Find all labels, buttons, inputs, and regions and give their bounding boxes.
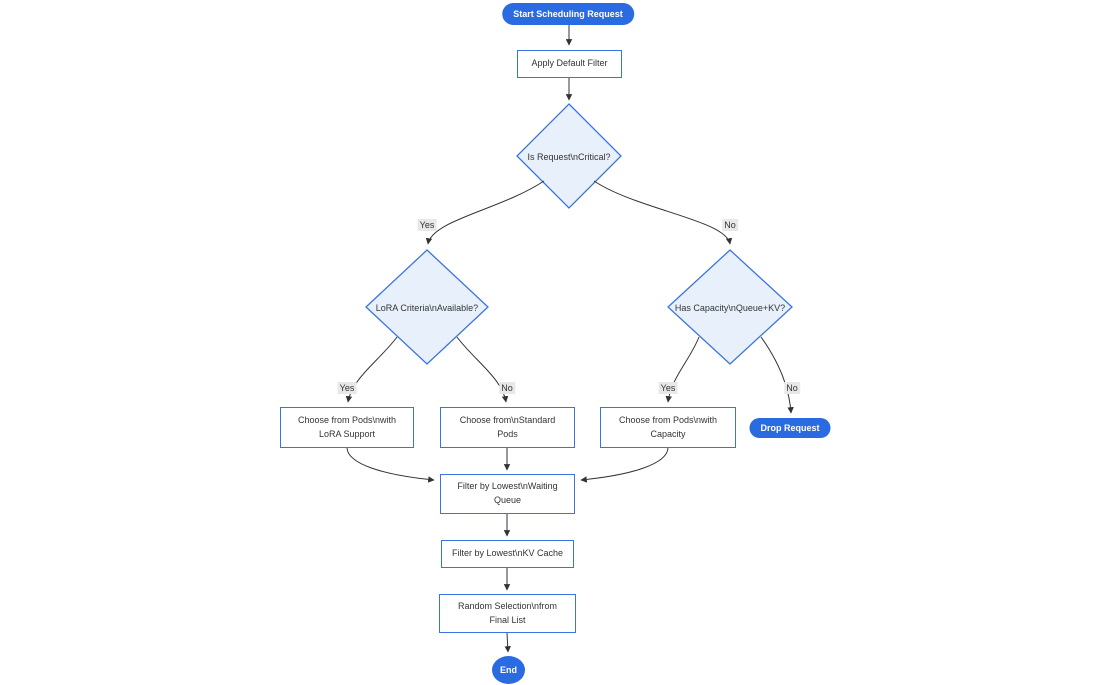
node-lora-criteria-label: LoRA Criteria\nAvailable? bbox=[375, 303, 479, 313]
node-filter-kv-cache: Filter by Lowest\nKV Cache bbox=[441, 540, 574, 568]
edge-capacity-no bbox=[760, 336, 794, 414]
node-filter-waiting-queue-line2: Queue bbox=[493, 495, 522, 505]
node-choose-capacity-pods: Choose from Pods\nwith Capacity bbox=[600, 407, 736, 448]
edge-lora-pods-to-filter-queue bbox=[346, 447, 435, 483]
node-filter-waiting-queue-line1: Filter by Lowest\nWaiting bbox=[457, 481, 558, 492]
node-filter-waiting-queue: Filter by Lowest\nWaiting Queue bbox=[440, 474, 575, 514]
node-is-critical-label: Is Request\nCritical? bbox=[527, 152, 611, 162]
edge-lora-no bbox=[456, 336, 509, 403]
node-end: End bbox=[492, 656, 525, 684]
edge-label-critical-yes: Yes bbox=[417, 219, 437, 231]
edge-critical-no bbox=[593, 180, 733, 245]
node-drop-request: Drop Request bbox=[749, 418, 831, 438]
node-choose-lora-pods: Choose from Pods\nwith LoRA Support bbox=[280, 407, 414, 448]
node-choose-lora-pods-line2: LoRA Support bbox=[318, 428, 376, 439]
edge-critical-yes bbox=[425, 180, 545, 245]
edge-label-lora-yes: Yes bbox=[337, 382, 357, 394]
edge-random-to-end bbox=[504, 632, 511, 653]
decision-has-capacity-shape bbox=[667, 249, 793, 365]
node-random-selection-line2: Final List bbox=[489, 614, 526, 625]
edge-label-lora-no: No bbox=[499, 382, 515, 394]
node-choose-capacity-pods-line2: Capacity bbox=[650, 428, 686, 439]
node-has-capacity-label: Has Capacity\nQueue+KV? bbox=[674, 303, 786, 313]
node-choose-standard-pods-line1: Choose from\nStandard bbox=[459, 414, 556, 425]
node-apply-default-filter: Apply Default Filter bbox=[517, 50, 622, 78]
edge-capacity-yes bbox=[665, 336, 700, 403]
node-choose-standard-pods-line2: Pods bbox=[497, 428, 518, 439]
node-choose-standard-pods: Choose from\nStandard Pods bbox=[440, 407, 575, 448]
edge-label-capacity-yes: Yes bbox=[658, 382, 678, 394]
node-random-selection: Random Selection\nfrom Final List bbox=[439, 594, 576, 633]
node-choose-capacity-pods-line1: Choose from Pods\nwith bbox=[618, 414, 718, 425]
node-start: Start Scheduling Request bbox=[502, 3, 634, 25]
edge-lora-yes bbox=[345, 336, 398, 403]
edge-label-critical-no: No bbox=[722, 219, 738, 231]
node-random-selection-line1: Random Selection\nfrom bbox=[457, 600, 558, 611]
node-apply-default-filter-label: Apply Default Filter bbox=[531, 58, 608, 69]
edge-label-capacity-no: No bbox=[784, 382, 800, 394]
node-choose-lora-pods-line1: Choose from Pods\nwith bbox=[297, 414, 397, 425]
decision-lora-criteria-shape bbox=[365, 249, 489, 365]
node-filter-kv-cache-label: Filter by Lowest\nKV Cache bbox=[451, 548, 564, 559]
edge-capacity-pods-to-filter-queue bbox=[580, 447, 669, 483]
